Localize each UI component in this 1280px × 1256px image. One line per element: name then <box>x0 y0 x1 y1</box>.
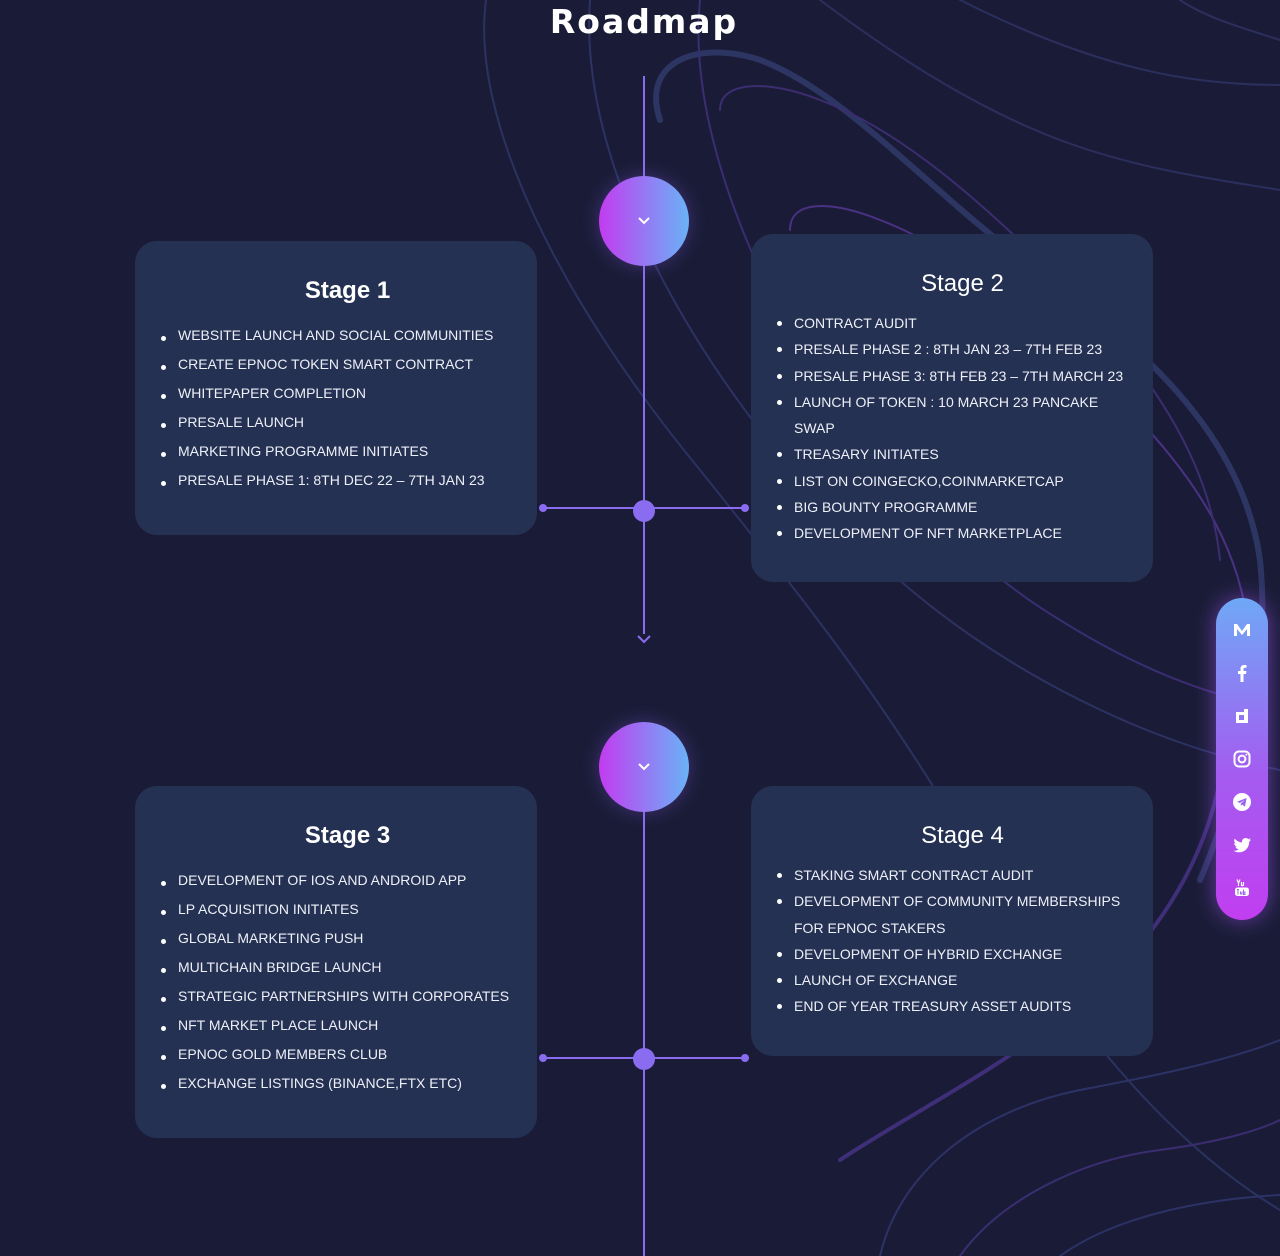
stage-title: Stage 4 <box>921 822 1004 849</box>
list-item: CREATE EPNOC TOKEN SMART CONTRACT <box>161 350 517 379</box>
list-item: GLOBAL MARKETING PUSH <box>161 924 517 953</box>
timeline-endpoint-right-2 <box>741 1054 749 1062</box>
twitter-link[interactable] <box>1229 832 1255 858</box>
list-item: END OF YEAR TREASURY ASSET AUDITS <box>777 993 1131 1019</box>
stage-card-3: Stage 3 DEVELOPMENT OF IOS AND ANDROID A… <box>135 786 537 1138</box>
telegram-icon <box>1233 793 1251 811</box>
list-item: LIST ON COINGECKO,COINMARKETCAP <box>777 468 1131 494</box>
stage-card-1: Stage 1 WEBSITE LAUNCH AND SOCIAL COMMUN… <box>135 241 537 535</box>
list-item: WHITEPAPER COMPLETION <box>161 379 517 408</box>
list-item: STRATEGIC PARTNERSHIPS WITH CORPORATES <box>161 982 517 1011</box>
medium-icon <box>1234 624 1250 636</box>
list-item: DEVELOPMENT OF HYBRID EXCHANGE <box>777 941 1131 967</box>
list-item: TREASARY INITIATES <box>777 441 1131 467</box>
instagram-link[interactable] <box>1229 746 1255 772</box>
list-item: DEVELOPMENT OF COMMUNITY MEMBERSHIPS FOR… <box>777 888 1131 941</box>
list-item: BIG BOUNTY PROGRAMME <box>777 494 1131 520</box>
instagram-icon <box>1233 750 1251 768</box>
list-item: PRESALE PHASE 3: 8TH FEB 23 – 7TH MARCH … <box>777 363 1131 389</box>
telegram-link[interactable] <box>1229 789 1255 815</box>
social-bar <box>1216 598 1268 920</box>
list-item: LP ACQUISITION INITIATES <box>161 895 517 924</box>
timeline-endpoint-right-1 <box>741 504 749 512</box>
facebook-icon <box>1238 665 1247 682</box>
stage-title: Stage 2 <box>921 270 1004 297</box>
timeline-endpoint-left-1 <box>539 504 547 512</box>
facebook-link[interactable] <box>1229 660 1255 686</box>
list-item: LAUNCH OF TOKEN : 10 MARCH 23 PANCAKE SW… <box>777 389 1131 442</box>
dextools-icon <box>1236 709 1248 723</box>
youtube-icon <box>1235 879 1249 896</box>
dextools-link[interactable] <box>1229 703 1255 729</box>
list-item: MULTICHAIN BRIDGE LAUNCH <box>161 953 517 982</box>
list-item: CONTRACT AUDIT <box>777 310 1131 336</box>
list-item: DEVELOPMENT OF IOS AND ANDROID APP <box>161 866 517 895</box>
chevron-down-icon <box>638 763 650 771</box>
stage-list: CONTRACT AUDIT PRESALE PHASE 2 : 8TH JAN… <box>777 310 1131 547</box>
timeline-endpoint-left-2 <box>539 1054 547 1062</box>
timeline-node-2 <box>633 1048 655 1070</box>
timeline-toggle-button-1[interactable] <box>599 176 689 266</box>
stage-card-4: Stage 4 STAKING SMART CONTRACT AUDIT DEV… <box>751 786 1153 1056</box>
list-item: EXCHANGE LISTINGS (BINANCE,FTX ETC) <box>161 1069 517 1098</box>
list-item: LAUNCH OF EXCHANGE <box>777 967 1131 993</box>
timeline-toggle-button-2[interactable] <box>599 722 689 812</box>
medium-link[interactable] <box>1229 617 1255 643</box>
list-item: MARKETING PROGRAMME INITIATES <box>161 437 517 466</box>
list-item: NFT MARKET PLACE LAUNCH <box>161 1011 517 1040</box>
list-item: PRESALE PHASE 1: 8TH DEC 22 – 7TH JAN 23 <box>161 466 517 495</box>
chevron-down-icon <box>638 217 650 225</box>
stage-list: WEBSITE LAUNCH AND SOCIAL COMMUNITIES CR… <box>161 321 517 495</box>
stage-card-2: Stage 2 CONTRACT AUDIT PRESALE PHASE 2 :… <box>751 234 1153 582</box>
stage-title: Stage 1 <box>304 277 391 304</box>
timeline-arrow-icon <box>637 635 651 644</box>
stage-list: DEVELOPMENT OF IOS AND ANDROID APP LP AC… <box>161 866 517 1098</box>
list-item: PRESALE PHASE 2 : 8TH JAN 23 – 7TH FEB 2… <box>777 336 1131 362</box>
page-title: Roadmap <box>549 2 739 41</box>
list-item: DEVELOPMENT OF NFT MARKETPLACE <box>777 520 1131 546</box>
stage-title: Stage 3 <box>304 822 391 849</box>
list-item: EPNOC GOLD MEMBERS CLUB <box>161 1040 517 1069</box>
stage-list: STAKING SMART CONTRACT AUDIT DEVELOPMENT… <box>777 862 1131 1020</box>
list-item: STAKING SMART CONTRACT AUDIT <box>777 862 1131 888</box>
twitter-icon <box>1233 838 1251 853</box>
list-item: PRESALE LAUNCH <box>161 408 517 437</box>
timeline-node-1 <box>633 500 655 522</box>
list-item: WEBSITE LAUNCH AND SOCIAL COMMUNITIES <box>161 321 517 350</box>
youtube-link[interactable] <box>1229 875 1255 901</box>
